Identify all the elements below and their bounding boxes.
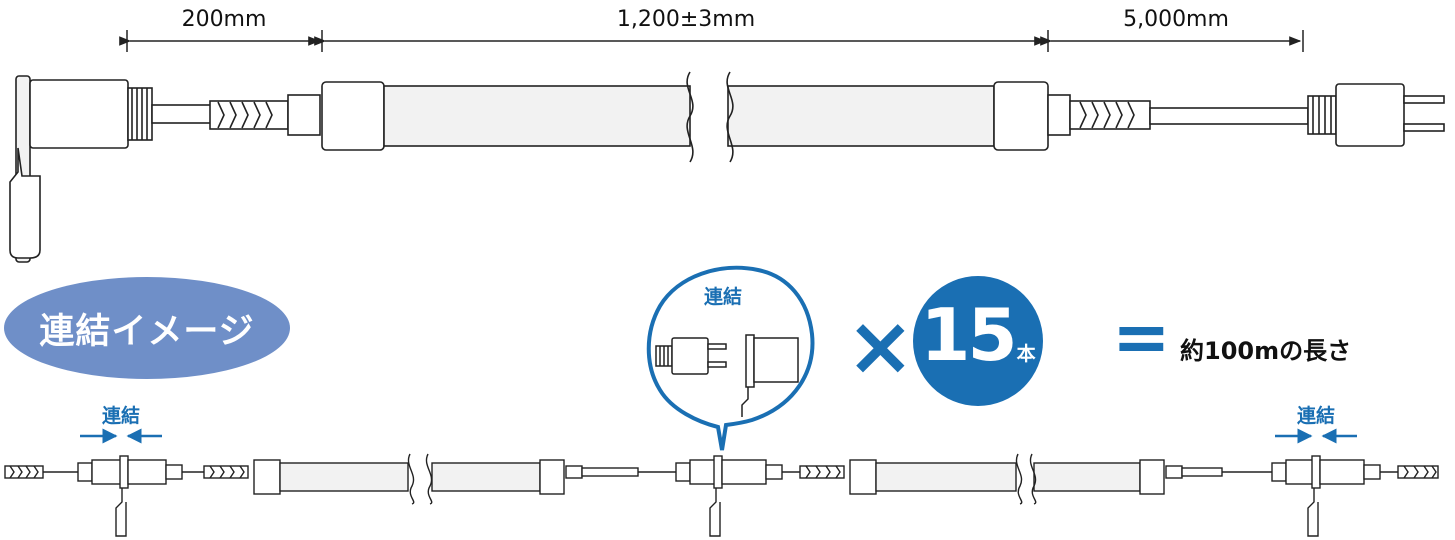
zoom-bubble-outline bbox=[646, 265, 815, 451]
chain-strain-2 bbox=[581, 467, 639, 477]
tube-body-right bbox=[727, 85, 995, 147]
cap bbox=[9, 147, 41, 259]
chain-cap-3 bbox=[1307, 488, 1319, 537]
plug-pin-top bbox=[1403, 95, 1445, 104]
chain-socket-3 bbox=[1319, 459, 1365, 485]
chain-socket-2 bbox=[721, 459, 767, 485]
plug-body bbox=[1335, 83, 1405, 147]
chain-tube1-a bbox=[279, 462, 409, 492]
count-unit: 本 bbox=[1016, 343, 1036, 365]
chain-plug-2 bbox=[675, 462, 691, 482]
main-product bbox=[9, 71, 1445, 263]
chain-socket-1 bbox=[127, 459, 167, 485]
break-mark-1 bbox=[686, 71, 694, 163]
chain-tube2-cap-l bbox=[849, 459, 877, 495]
count-badge: 15 本 bbox=[913, 276, 1043, 406]
chain-plug-1 bbox=[77, 462, 93, 482]
plug-pin-bottom bbox=[1403, 123, 1445, 132]
chain-strain-3 bbox=[799, 465, 845, 479]
break-mark-2 bbox=[726, 71, 734, 163]
cable-left bbox=[151, 104, 213, 124]
chain-tube2-cap-r bbox=[1139, 459, 1165, 495]
socket-body bbox=[29, 79, 129, 149]
nut-right bbox=[1047, 94, 1071, 136]
cable-right bbox=[1149, 107, 1309, 125]
connect-label-left: 連結 bbox=[101, 405, 141, 427]
chain-tube2-a bbox=[875, 462, 1017, 492]
tube-endcap-right bbox=[993, 81, 1049, 151]
connection-image-badge: 連結イメージ bbox=[4, 277, 290, 379]
chain-flange-3 bbox=[1311, 455, 1321, 489]
chain-strain-4 bbox=[1181, 467, 1223, 477]
chain-nut-1 bbox=[165, 464, 183, 480]
chain-conn-2 bbox=[689, 459, 717, 485]
chain-cap-1 bbox=[115, 488, 127, 537]
dim-label-left-cable: 200mm bbox=[181, 7, 267, 32]
strain-relief-left bbox=[209, 100, 289, 130]
chain-tube1-b bbox=[431, 462, 541, 492]
chain-strain-1 bbox=[203, 465, 249, 479]
zoom-bubble bbox=[646, 265, 815, 451]
chain-plug-3 bbox=[1271, 462, 1287, 482]
tube-endcap-left bbox=[321, 81, 385, 151]
dim-label-right-cable: 5,000mm bbox=[1123, 7, 1229, 32]
multiply-symbol: × bbox=[846, 299, 915, 394]
result-text: 約100mの長さ bbox=[1180, 337, 1352, 365]
chain-diagram bbox=[4, 453, 1439, 537]
dimension-lines bbox=[119, 30, 1304, 52]
chain-cap-2 bbox=[709, 488, 721, 537]
connect-label-right: 連結 bbox=[1296, 405, 1336, 427]
chain-flange-2 bbox=[713, 455, 723, 489]
dim-label-tube-length: 1,200±3mm bbox=[616, 7, 756, 32]
chain-nut-2 bbox=[565, 465, 583, 479]
count-number: 15 bbox=[920, 293, 1017, 377]
chain-tube1-cap-l bbox=[253, 459, 281, 495]
zoom-contents bbox=[655, 334, 799, 417]
chain-nut-4 bbox=[1165, 465, 1183, 479]
chain-nut-3 bbox=[765, 464, 783, 480]
connect-label-zoom: 連結 bbox=[703, 286, 743, 308]
nut-left bbox=[287, 94, 321, 136]
tube-body-left bbox=[383, 85, 691, 147]
connection-image-label: 連結イメージ bbox=[39, 311, 255, 352]
chain-conn-3 bbox=[1285, 459, 1317, 485]
equals-symbol: = bbox=[1112, 296, 1171, 378]
chain-tube2-b bbox=[1033, 462, 1141, 492]
chain-tube1-cap-r bbox=[539, 459, 565, 495]
chain-flange-1 bbox=[119, 455, 129, 489]
chain-nut-5 bbox=[1363, 464, 1381, 480]
